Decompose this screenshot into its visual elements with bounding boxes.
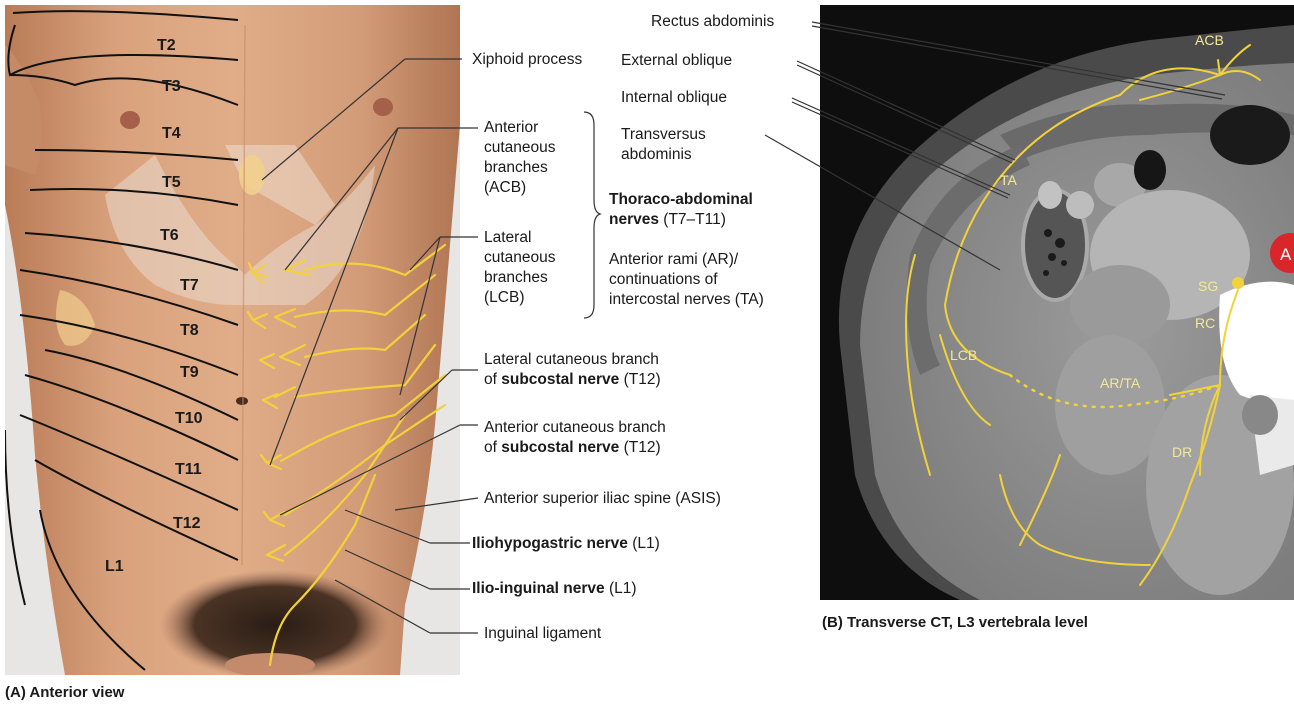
label-iliohypogastric-bold: Iliohypogastric nerve [472,535,628,552]
label-lcb-line: Lateral [484,228,556,248]
label-ilio-inguinal-bold: Ilio-inguinal nerve [472,580,605,597]
label-lateral-subcostal: Lateral cutaneous branch of subcostal ne… [484,350,661,390]
label-thoraco-abdominal: Thoraco-abdominal [609,191,753,208]
label-iliohypogastric-nerve: Iliohypogastric nerve (L1) [472,534,660,554]
label-anterior-rami-line: continuations of [609,270,764,290]
ct-label-sg: SG [1198,278,1218,294]
dermatome-t9: T9 [180,364,199,381]
label-inguinal-ligament: Inguinal ligament [484,624,601,644]
ct-scan-image: ACB TA SG RC LCB AR/TA DR A [820,5,1294,600]
label-rectus-abdominis: Rectus abdominis [651,12,774,32]
dermatome-t4: T4 [162,125,181,142]
label-acb-line: (ACB) [484,178,556,198]
label-of: of [484,371,501,388]
label-external-oblique: External oblique [621,51,732,71]
ct-label-lcb: LCB [950,347,977,363]
caption-transverse-ct: (B) Transverse CT, L3 vertebrala level [822,614,1088,631]
ct-label-dr: DR [1172,444,1192,460]
dermatome-t3: T3 [162,78,181,95]
ct-label-acb: ACB [1195,32,1224,48]
label-subcostal-nerve: subcostal nerve [501,439,619,456]
label-asis: Anterior superior iliac spine (ASIS) [484,489,721,509]
label-t12: (T12) [619,371,660,388]
label-of: of [484,439,501,456]
ct-label-ta: TA [1000,172,1018,188]
label-transversus: Transversus [621,125,706,145]
ct-label-a: A [1280,245,1292,264]
label-subcostal-nerve: subcostal nerve [501,371,619,388]
dermatome-t11: T11 [175,461,202,478]
label-acb-line: branches [484,158,556,178]
label-lcb-line: cutaneous [484,248,556,268]
label-anterior-rami-line: intercostal nerves (TA) [609,290,764,310]
label-lcb-line: (LCB) [484,288,556,308]
label-transversus-abdominis: Transversus abdominis [621,125,706,165]
dermatome-t10: T10 [175,410,203,427]
label-xiphoid-process: Xiphoid process [472,50,582,70]
label-t12: (T12) [619,439,660,456]
ct-label-ar-ta: AR/TA [1100,375,1141,391]
label-lcb-line: branches [484,268,556,288]
caption-anterior-view: (A) Anterior view [5,684,124,701]
label-t7-t11: (T7–T11) [659,211,726,228]
dermatome-t7: T7 [180,277,199,294]
dermatome-t2: T2 [157,37,176,54]
dermatome-t6: T6 [160,227,179,244]
label-abdominis: abdominis [621,145,706,165]
label-thoraco-abdominal-nerves: Thoraco-abdominal nerves (T7–T11) [609,190,753,230]
dermatome-t12: T12 [173,515,201,532]
label-internal-oblique: Internal oblique [621,88,727,108]
label-anterior-rami-line: Anterior rami (AR)/ [609,250,764,270]
label-l1: (L1) [628,535,660,552]
dermatome-t8: T8 [180,322,199,339]
label-acb-line: Anterior [484,118,556,138]
anterior-body-photo: T2 T3 T4 T5 T6 T7 T8 T9 T10 T11 T12 L1 [5,5,460,675]
label-anterior-cutaneous-branches: Anterior cutaneous branches (ACB) [484,118,556,198]
label-anterior-rami: Anterior rami (AR)/ continuations of int… [609,250,764,310]
label-ilio-inguinal-nerve: Ilio-inguinal nerve (L1) [472,579,637,599]
label-anterior-subcostal-line1: Anterior cutaneous branch [484,418,666,438]
label-l1: (L1) [605,580,637,597]
label-nerves: nerves [609,211,659,228]
dermatome-t5: T5 [162,174,181,191]
label-anterior-subcostal: Anterior cutaneous branch of subcostal n… [484,418,666,458]
label-lateral-cutaneous-branches: Lateral cutaneous branches (LCB) [484,228,556,308]
label-lateral-subcostal-line1: Lateral cutaneous branch [484,350,661,370]
dermatome-l1: L1 [105,558,124,575]
label-acb-line: cutaneous [484,138,556,158]
ct-label-rc: RC [1195,315,1215,331]
